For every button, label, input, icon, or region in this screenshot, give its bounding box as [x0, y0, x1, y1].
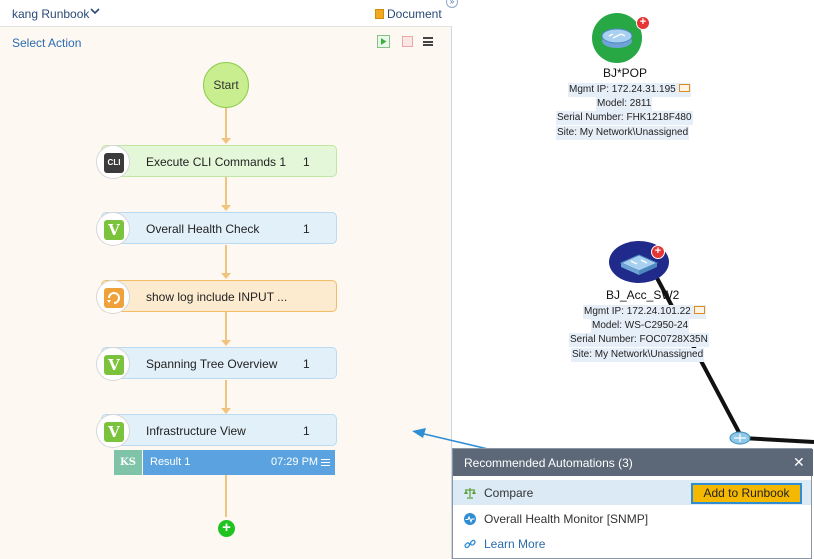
result-bar[interactable]: Result 1 07:29 PM [143, 450, 335, 475]
document-link[interactable]: Document [375, 7, 442, 21]
step-spanning-tree-overview[interactable]: V Spanning Tree Overview 1 [96, 347, 337, 381]
alert-badge-icon: + [636, 16, 650, 30]
flow-arrow [221, 273, 231, 279]
topology-map: + BJ*POP Mgmt IP: 172.24.31.195 Model: 2… [452, 0, 814, 559]
device-site: Site: My Network\Unassigned [556, 126, 690, 140]
stop-icon[interactable] [402, 36, 413, 47]
collapse-panel-icon[interactable]: » [446, 0, 458, 8]
step-label: show log include INPUT ... [146, 290, 288, 304]
document-link-label: Document [387, 7, 442, 21]
step-label: Infrastructure View [146, 424, 246, 438]
learn-more-link[interactable]: Learn More [453, 531, 811, 556]
alert-badge-icon: + [651, 245, 665, 259]
flow-arrow [221, 340, 231, 346]
result-row[interactable]: KS Result 1 07:29 PM [114, 450, 335, 475]
flow-connector [225, 177, 227, 207]
flow-arrow [221, 408, 231, 414]
device-mgmt-ip: Mgmt IP: 172.24.101.22 [583, 305, 706, 319]
telnet-icon[interactable] [678, 84, 690, 92]
device-router-bj-pop[interactable]: + BJ*POP [552, 10, 712, 140]
plus-circle-icon[interactable]: + [218, 520, 235, 537]
log-icon [96, 280, 130, 314]
flow-connector [225, 380, 227, 410]
result-time: 07:29 PM [271, 456, 319, 468]
runbook-panel: kang Runbook Document » Select Action St… [0, 0, 458, 559]
step-count: 1 [303, 222, 310, 236]
select-action-link[interactable]: Select Action [12, 36, 82, 50]
document-icon [375, 9, 384, 19]
verify-icon: V [96, 212, 130, 246]
device-serial: Serial Number: FHK1218F480 [556, 111, 693, 125]
step-overall-health-check[interactable]: V Overall Health Check 1 [96, 212, 337, 246]
popup-title: Recommended Automations (3) [464, 456, 633, 470]
device-model: Model: WS-C2950-24 [591, 319, 690, 333]
start-node[interactable]: Start [203, 62, 249, 108]
automation-item-compare[interactable]: Compare Add to Runbook [453, 480, 811, 505]
step-execute-cli[interactable]: CLI Execute CLI Commands 1 1 [96, 145, 337, 179]
verify-icon: V [96, 414, 130, 448]
runbook-header: kang Runbook Document [0, 0, 452, 27]
step-count: 1 [303, 357, 310, 371]
automation-label: Learn More [484, 537, 546, 551]
ks-badge: KS [114, 450, 142, 475]
automation-item-health-monitor[interactable]: Overall Health Monitor [SNMP] [453, 506, 811, 531]
chevron-down-icon[interactable] [89, 5, 101, 17]
router-icon [592, 13, 642, 63]
play-icon[interactable] [377, 35, 390, 48]
flow-connector [225, 108, 227, 140]
link-icon [464, 539, 476, 549]
menu-icon[interactable] [423, 37, 433, 46]
add-to-runbook-button[interactable]: Add to Runbook [691, 483, 802, 504]
step-count: 1 [303, 155, 310, 169]
verify-icon: V [96, 347, 130, 381]
menu-icon[interactable] [321, 459, 330, 466]
flow-arrow [221, 205, 231, 211]
device-mgmt-ip: Mgmt IP: 172.24.31.195 [568, 83, 691, 97]
device-serial: Serial Number: FOC0728X35N [569, 333, 709, 347]
recommended-automations-popup: Recommended Automations (3) ✕ Compare Ad… [452, 448, 813, 559]
device-switch-bj-acc-sw2[interactable]: + [592, 240, 692, 300]
cli-icon: CLI [96, 145, 130, 179]
device-name: BJ_Acc_SW2 [606, 288, 680, 302]
monitor-icon [464, 513, 476, 525]
device-name: BJ*POP [603, 66, 648, 80]
step-label: Overall Health Check [146, 222, 260, 236]
switch-icon [609, 241, 669, 283]
step-count: 1 [303, 424, 310, 438]
result-label: Result 1 [150, 456, 191, 468]
popup-header: Recommended Automations (3) ✕ [453, 449, 813, 476]
step-show-log[interactable]: show log include INPUT ... [96, 280, 337, 314]
scale-icon [464, 488, 476, 499]
step-label: Execute CLI Commands 1 [146, 155, 287, 169]
device-model: Model: 2811 [596, 97, 653, 111]
flow-connector [225, 312, 227, 342]
runbook-title[interactable]: kang Runbook [12, 7, 90, 21]
flow-connector [225, 475, 227, 517]
automation-label: Overall Health Monitor [SNMP] [484, 512, 649, 526]
flow-arrow [221, 138, 231, 144]
device-site: Site: My Network\Unassigned [571, 348, 705, 362]
step-label: Spanning Tree Overview [146, 357, 278, 371]
automation-label: Compare [484, 486, 534, 500]
close-icon[interactable]: ✕ [793, 454, 805, 470]
flow-connector [225, 245, 227, 275]
step-infrastructure-view[interactable]: V Infrastructure View 1 [96, 414, 337, 448]
telnet-icon[interactable] [693, 306, 705, 314]
